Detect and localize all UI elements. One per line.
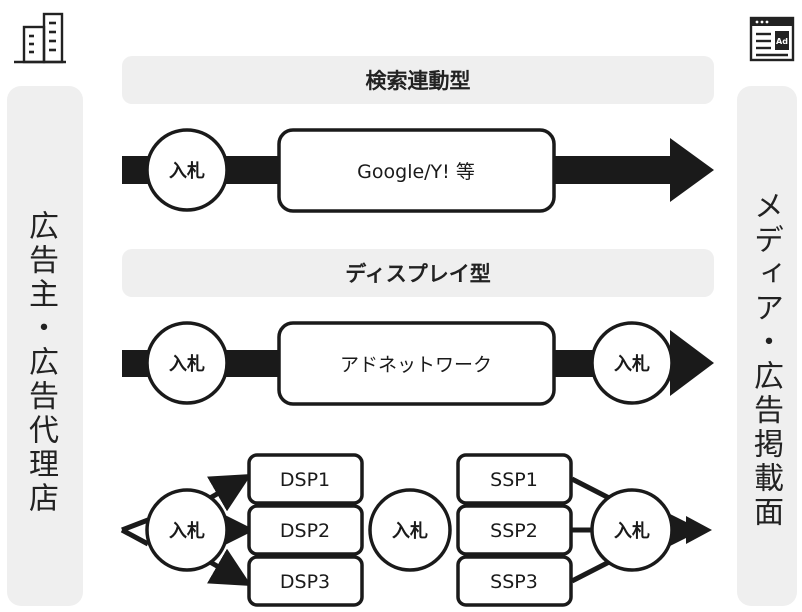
- advertiser-label: 広告主・広告代理店: [23, 210, 58, 516]
- dsp3-box: [247, 555, 364, 607]
- search-engine-label: Google/Y! 等: [357, 161, 475, 183]
- office-building-icon: [14, 12, 66, 64]
- advertiser-panel: [7, 86, 83, 606]
- ssp2-label: SSP2: [490, 520, 538, 542]
- ad-network-box: [277, 321, 556, 406]
- rtb-right-arrowhead: [686, 516, 712, 544]
- display-bid-right-circle: [590, 321, 674, 405]
- ad-label: Ad: [776, 37, 788, 46]
- rtb-bid-right-circle: [590, 488, 674, 572]
- dsp3-label: DSP3: [280, 571, 330, 593]
- media-label: メディア・広告掲載面: [748, 190, 783, 530]
- display-bid-left-label: 入札: [169, 353, 205, 375]
- dsp1-box: [247, 453, 364, 505]
- ssp1-box: [456, 453, 573, 505]
- ssp2-box: [456, 504, 573, 556]
- ad-network-label: アドネットワーク: [340, 354, 492, 376]
- rtb-connectors: [120, 474, 702, 586]
- search-bid-circle: [145, 128, 229, 212]
- display-bid-left-circle: [145, 321, 229, 405]
- rtb-bid-middle-label: 入札: [392, 520, 428, 542]
- search-engine-box: [277, 128, 556, 213]
- rtb-bid-left-label: 入札: [169, 520, 205, 542]
- media-panel: [737, 86, 797, 606]
- display-bid-right-label: 入札: [614, 353, 650, 375]
- display-section-title: ディスプレイ型: [122, 249, 714, 297]
- ssp3-box: [456, 555, 573, 607]
- search-section-title: 検索連動型: [122, 56, 714, 104]
- ad-page-icon: Ad: [749, 16, 795, 62]
- ssp1-label: SSP1: [490, 469, 538, 491]
- dsp1-label: DSP1: [280, 469, 330, 491]
- ssp3-label: SSP3: [490, 571, 538, 593]
- dsp2-label: DSP2: [280, 520, 330, 542]
- search-bid-label: 入札: [169, 160, 205, 182]
- rtb-bid-middle-circle: [368, 488, 452, 572]
- rtb-bid-left-circle: [145, 488, 229, 572]
- dsp2-box: [247, 504, 364, 556]
- rtb-bid-right-label: 入札: [614, 520, 650, 542]
